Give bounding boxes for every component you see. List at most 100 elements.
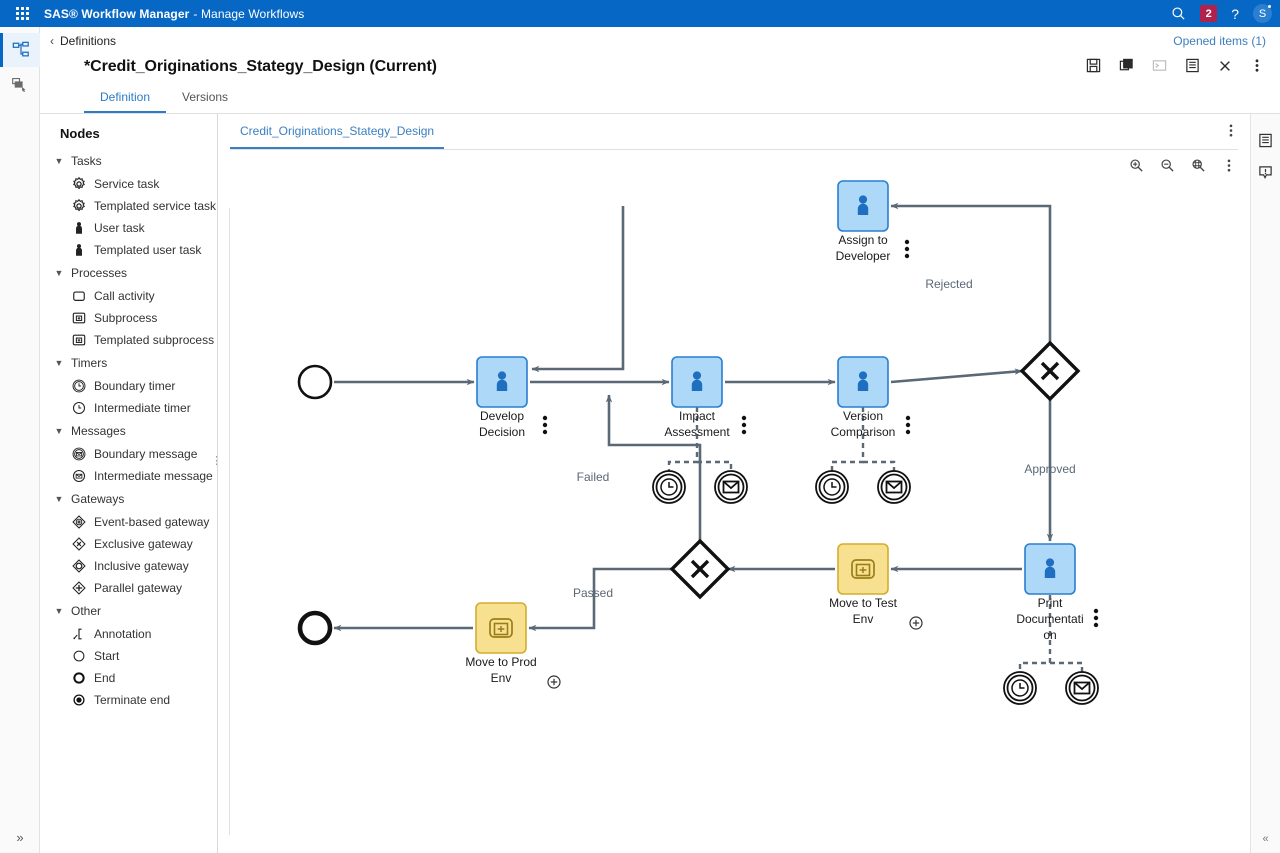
palette-item-templated-user-task[interactable]: Templated user task	[50, 239, 217, 261]
properties-panel-button[interactable]	[1251, 124, 1280, 156]
node-gateway-review[interactable]	[1019, 340, 1081, 402]
boundary-event-timer-print-documentation[interactable]	[1003, 671, 1037, 705]
message-double-circle-icon	[72, 447, 86, 461]
kebab-icon[interactable]	[1250, 58, 1264, 76]
collapse-right-rail-button[interactable]: «	[1262, 833, 1269, 845]
rail-item-workflow-definitions[interactable]	[0, 33, 40, 67]
zoom-out-icon[interactable]	[1160, 158, 1175, 176]
palette-item-parallel-gateway[interactable]: Parallel gateway	[50, 577, 217, 599]
palette-group-tasks[interactable]: ▼Tasks	[50, 149, 217, 173]
boundary-event-timer-impact-assessment[interactable]	[652, 470, 686, 504]
title-toolbar	[1086, 58, 1270, 76]
palette-group-other[interactable]: ▼Other	[50, 599, 217, 623]
node-menu-assign-to-developer[interactable]	[904, 239, 910, 259]
edge-version-to-gateway[interactable]	[890, 368, 1023, 384]
palette-resize-handle[interactable]: ⋮	[211, 454, 217, 467]
start-event-shape[interactable]	[297, 364, 333, 400]
palette-group-processes[interactable]: ▼Processes	[50, 261, 217, 285]
comments-panel-button[interactable]	[1251, 156, 1280, 188]
palette-item-inclusive-gateway[interactable]: Inclusive gateway	[50, 555, 217, 577]
palette-item-call-activity[interactable]: Call activity	[50, 285, 217, 307]
expand-move-to-test-env[interactable]	[909, 616, 923, 630]
node-menu-impact-assessment[interactable]	[741, 415, 747, 435]
app-grid-icon[interactable]	[0, 0, 44, 27]
palette-item-intermediate-message[interactable]: Intermediate message	[50, 465, 217, 487]
palette-item-service-task[interactable]: Service task	[50, 173, 217, 195]
edge-label: Passed	[573, 586, 613, 600]
copy-icon[interactable]	[1119, 58, 1134, 76]
rail-item-workflow-instances[interactable]	[0, 67, 40, 101]
palette-group-messages[interactable]: ▼Messages	[50, 419, 217, 443]
tab-definition[interactable]: Definition	[84, 84, 167, 113]
edge-label: Rejected	[925, 277, 972, 291]
palette-item-templated-subprocess[interactable]: Templated subprocess	[50, 329, 217, 351]
help-icon[interactable]: ?	[1231, 5, 1239, 22]
opened-items-link[interactable]: Opened items (1)	[1173, 33, 1266, 48]
boundary-event-message-version-comparison[interactable]	[877, 470, 911, 504]
notification-badge[interactable]: 2	[1200, 5, 1218, 22]
palette-item-boundary-timer[interactable]: Boundary timer	[50, 375, 217, 397]
boundary-link-version-timer	[830, 407, 865, 472]
palette-group-gateways[interactable]: ▼Gateways	[50, 487, 217, 511]
tab-versions[interactable]: Versions	[182, 90, 229, 104]
breadcrumb[interactable]: ‹ Definitions	[50, 34, 116, 48]
palette-item-boundary-message[interactable]: Boundary message	[50, 443, 217, 465]
canvas-tabbar-kebab-icon[interactable]	[1224, 123, 1238, 149]
node-menu-print-documentation[interactable]	[1093, 608, 1099, 628]
save-icon[interactable]	[1086, 58, 1101, 76]
palette-item-start[interactable]: Start	[50, 645, 217, 667]
canvas-tab-diagram[interactable]: Credit_Originations_Stategy_Design	[230, 122, 445, 149]
node-end[interactable]	[297, 610, 333, 646]
chevron-down-icon: ▼	[54, 606, 64, 616]
end-event-shape[interactable]	[297, 610, 333, 646]
palette-item-event-based-gateway[interactable]: Event-based gateway	[50, 511, 217, 533]
edge-gateway2-failed-to-develop[interactable]	[605, 394, 702, 541]
zoom-in-icon[interactable]	[1129, 158, 1144, 176]
node-menu-version-comparison[interactable]	[905, 415, 911, 435]
edge-gateway-rejected-to-assign[interactable]	[890, 202, 1052, 343]
boundary-event-timer-version-comparison[interactable]	[815, 470, 849, 504]
envelope-icon	[722, 480, 740, 494]
expand-move-to-prod-env[interactable]	[547, 675, 561, 689]
canvas-more-kebab-icon[interactable]	[1222, 158, 1236, 176]
palette-item-exclusive-gateway[interactable]: Exclusive gateway	[50, 533, 217, 555]
node-start[interactable]	[297, 364, 333, 400]
palette-group-timers[interactable]: ▼Timers	[50, 351, 217, 375]
palette-item-annotation[interactable]: Annotation	[50, 623, 217, 645]
node-label: Comparison	[831, 425, 896, 439]
node-label: Impact	[679, 409, 716, 423]
palette-item-user-task[interactable]: User task	[50, 217, 217, 239]
expand-left-rail-button[interactable]: »	[16, 830, 24, 845]
palette-item-end[interactable]: End	[50, 667, 217, 689]
zoom-fit-icon[interactable]	[1191, 158, 1206, 176]
avatar[interactable]: S	[1253, 4, 1272, 23]
palette-item-subprocess[interactable]: Subprocess	[50, 307, 217, 329]
close-icon[interactable]	[1218, 59, 1232, 76]
workflow-diagram[interactable]: Assign toDeveloperDevelopDecisionImpactA…	[218, 176, 1250, 816]
palette-item-terminate-end[interactable]: Terminate end	[50, 689, 217, 711]
node-gateway-test[interactable]	[669, 538, 731, 600]
properties-icon[interactable]	[1185, 58, 1200, 76]
edge-assign-to-develop[interactable]	[531, 206, 625, 373]
palette-item-templated-service-task[interactable]: Templated service task	[50, 195, 217, 217]
palette-item-intermediate-timer[interactable]: Intermediate timer	[50, 397, 217, 419]
boundary-event-message-impact-assessment[interactable]	[714, 470, 748, 504]
user-glyph-body	[1044, 566, 1056, 578]
search-icon[interactable]	[1171, 6, 1186, 21]
node-menu-develop-decision[interactable]	[542, 415, 548, 435]
boundary-event-message-print-documentation[interactable]	[1065, 671, 1099, 705]
palette-item-label: Templated subprocess	[94, 333, 215, 347]
terminate-end-icon	[72, 693, 86, 707]
node-label: Assign to	[838, 233, 888, 247]
subprocess-icon	[72, 311, 86, 325]
end-circle-icon	[72, 671, 86, 685]
edge-gateway2-passed-to-prod[interactable]	[528, 567, 672, 632]
